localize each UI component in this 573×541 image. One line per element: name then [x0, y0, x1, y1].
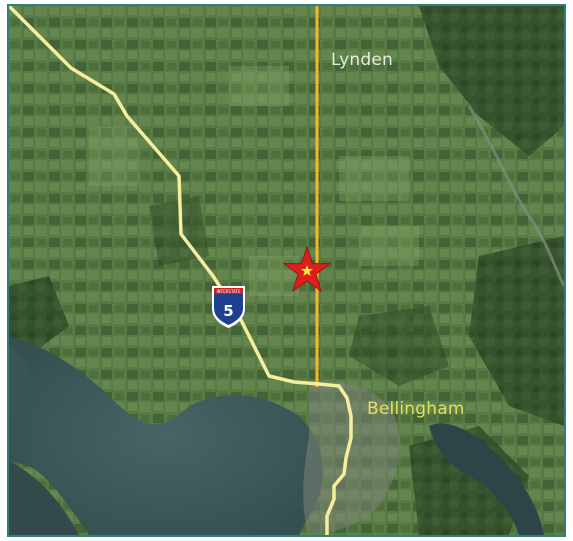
map-imagery: INTERSTATE 5 — [9, 6, 564, 535]
location-marker[interactable] — [282, 245, 332, 293]
interstate-shield-header: INTERSTATE — [217, 289, 241, 294]
place-label-bellingham: Bellingham — [367, 399, 465, 419]
interstate-shield-number: 5 — [223, 302, 233, 320]
forest-patches — [9, 6, 564, 535]
satellite-map[interactable]: INTERSTATE 5 Lynden Bellingham — [7, 4, 566, 537]
place-label-lynden: Lynden — [331, 50, 393, 70]
interstate-shield-icon: INTERSTATE 5 — [212, 286, 245, 328]
farmland-patches — [89, 66, 419, 296]
bellingham-urban-area — [303, 382, 400, 535]
interstate-5-route — [9, 6, 353, 535]
water-bodies — [9, 336, 544, 535]
nooksack-river — [467, 105, 564, 287]
star-center-icon — [301, 265, 313, 276]
